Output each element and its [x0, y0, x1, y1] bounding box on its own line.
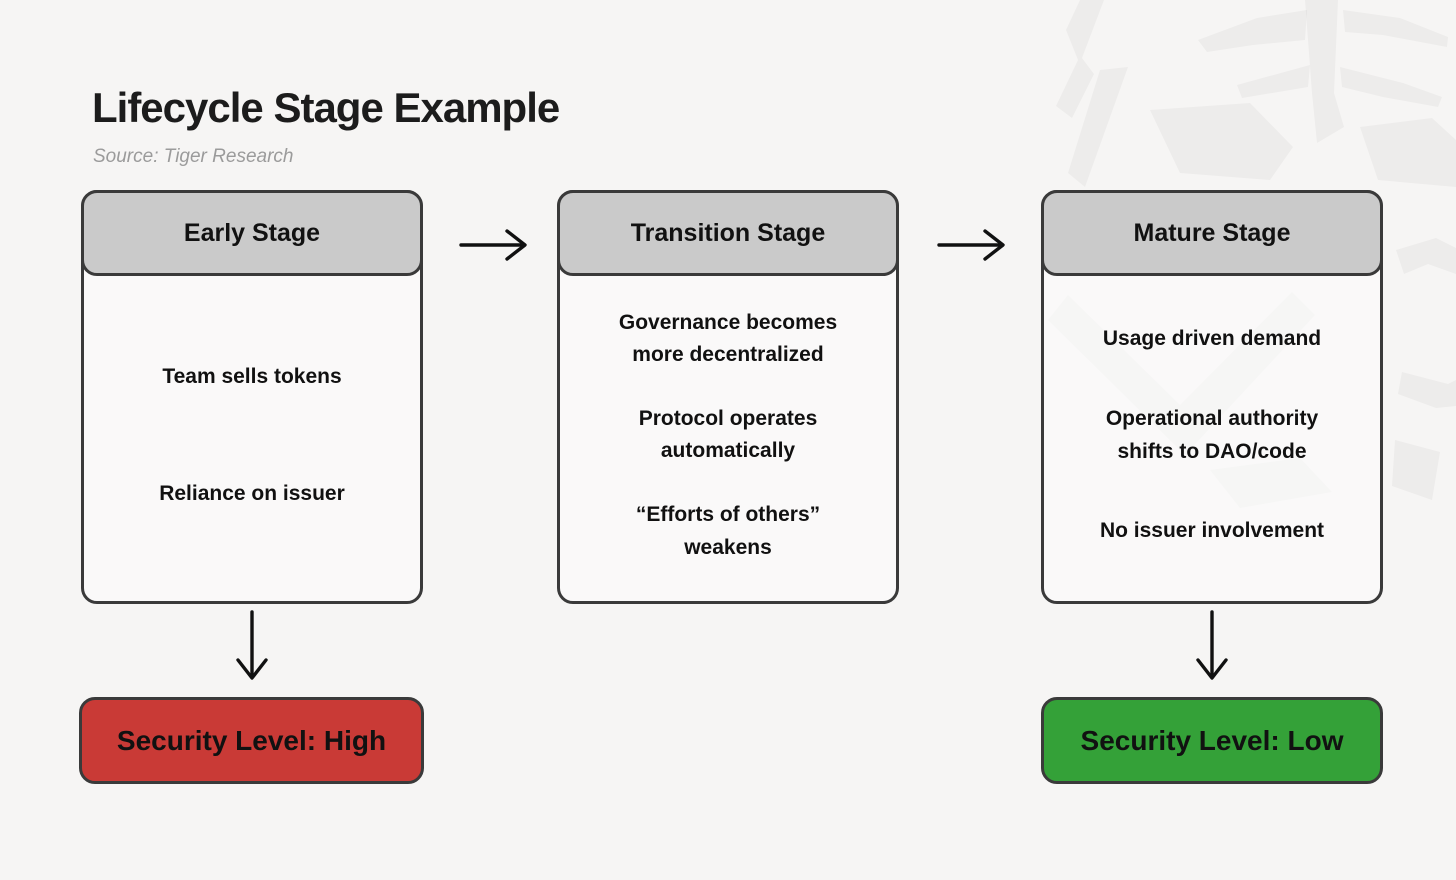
stage-header-mature: Mature Stage — [1041, 190, 1383, 276]
security-badge-high: Security Level: High — [79, 697, 424, 784]
stage-item: “Efforts of others” weakens — [635, 502, 821, 559]
stage-items-early: Team sells tokens Reliance on issuer — [96, 276, 408, 595]
stage-item: Reliance on issuer — [159, 481, 345, 505]
stage-header-early: Early Stage — [81, 190, 423, 276]
stage-item: Governance becomes more decentralized — [618, 310, 838, 367]
arrow-right-early-to-transition-icon — [455, 223, 535, 267]
stage-header-transition: Transition Stage — [557, 190, 899, 276]
stage-item: Usage driven demand — [1102, 327, 1322, 351]
stage-item: No issuer involvement — [1099, 519, 1325, 543]
stage-box-early: Early Stage Team sells tokens Reliance o… — [81, 190, 423, 604]
stage-box-mature: Mature Stage Usage driven demand Operati… — [1041, 190, 1383, 604]
page-title: Lifecycle Stage Example — [92, 84, 560, 131]
arrow-down-early-to-security-icon — [232, 606, 272, 688]
arrow-down-mature-to-security-icon — [1192, 606, 1232, 688]
source-caption: Source: Tiger Research — [93, 146, 294, 167]
stage-items-mature: Usage driven demand Operational authorit… — [1056, 276, 1368, 595]
arrow-right-transition-to-mature-icon — [933, 223, 1013, 267]
stage-box-transition: Transition Stage Governance becomes more… — [557, 190, 899, 604]
stage-item: Operational authority shifts to DAO/code — [1105, 406, 1319, 463]
stage-item: Team sells tokens — [162, 364, 342, 388]
security-badge-low: Security Level: Low — [1041, 697, 1383, 784]
stage-items-transition: Governance becomes more decentralized Pr… — [572, 276, 884, 595]
stage-item: Protocol operates automatically — [638, 406, 818, 463]
